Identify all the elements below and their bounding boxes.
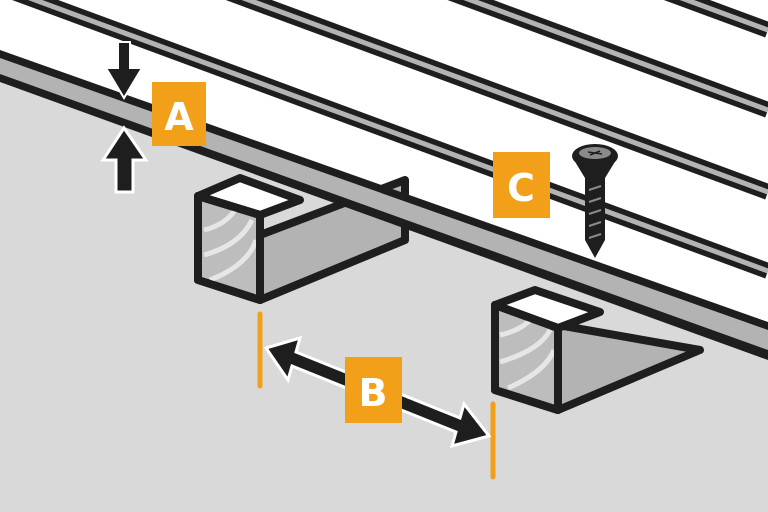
- screw-icon: [572, 144, 618, 258]
- board-gap: [12, 0, 768, 279]
- arrow-down-icon: [104, 41, 144, 100]
- label-b: B: [359, 371, 388, 415]
- board-gap: [447, 0, 768, 118]
- label-b-badge: B: [345, 357, 402, 423]
- screw-thread: [588, 185, 602, 239]
- arrow-up-icon: [100, 125, 149, 194]
- board-gaps: [12, 0, 768, 279]
- spacing-markers: [257, 311, 496, 480]
- label-c: C: [507, 166, 535, 210]
- label-c-badge: C: [493, 152, 550, 218]
- joist-right: [491, 286, 704, 414]
- label-a: A: [164, 95, 194, 139]
- wood-grain: [203, 208, 259, 283]
- board-gap: [225, 0, 768, 200]
- label-a-badge: A: [152, 82, 206, 146]
